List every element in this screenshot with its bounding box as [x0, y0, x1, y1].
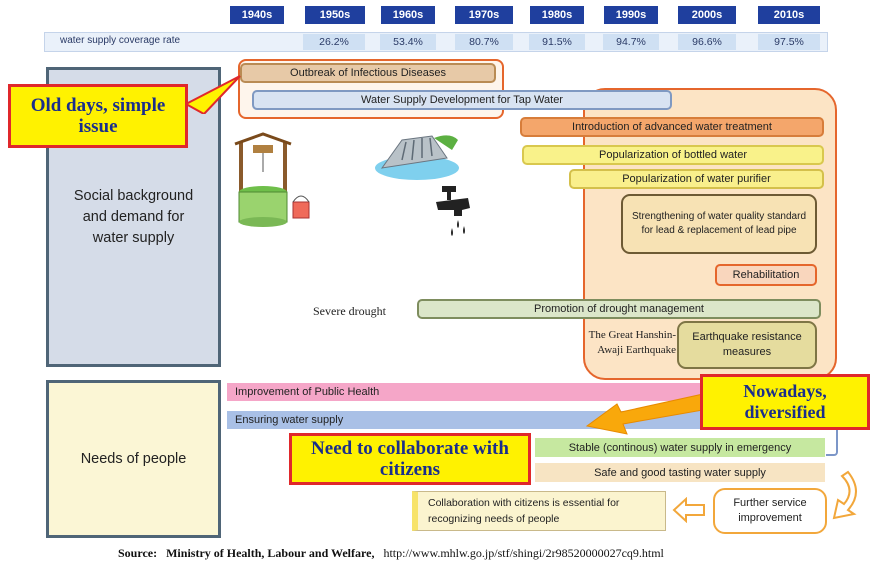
coverage-2000s: 96.6% — [678, 34, 736, 50]
faucet-icon — [436, 186, 470, 236]
source-url[interactable]: http://www.mhlw.go.jp/stf/shingi/2r98520… — [383, 546, 664, 560]
need-ensuring-supply: Ensuring water supply — [227, 411, 707, 429]
callout-nowadays-text: Nowadays, diversified — [743, 381, 827, 422]
callout-collaborate: Need to collaborate with citizens — [289, 433, 531, 485]
decade-1970s: 1970s — [455, 6, 513, 24]
callout-pointer-old — [186, 75, 241, 114]
coverage-2010s: 97.5% — [758, 34, 820, 50]
source-line: Source: Ministry of Health, Labour and W… — [118, 546, 664, 561]
callout-old-days-text: Old days, simple issue — [30, 95, 166, 137]
bar-rehabilitation: Rehabilitation — [715, 264, 817, 286]
decade-1990s: 1990s — [604, 6, 658, 24]
category-social-label: Social background and demand for water s… — [73, 187, 194, 246]
bar-bottled-water: Popularization of bottled water — [522, 145, 824, 165]
coverage-1960s: 53.4% — [380, 34, 436, 50]
callout-nowadays: Nowadays, diversified — [700, 374, 870, 430]
need-stable-supply: Stable (continous) water supply in emerg… — [535, 438, 825, 457]
coverage-label: water supply coverage rate — [60, 35, 181, 46]
decade-1950s: 1950s — [305, 6, 365, 24]
bar-drought-management: Promotion of drought management — [417, 299, 821, 319]
callout-collaborate-text: Need to collaborate with citizens — [311, 438, 509, 480]
further-improvement-box: Further service improvement — [713, 488, 827, 534]
source-label: Source: — [118, 546, 158, 560]
source-org: Ministry of Health, Labour and Welfare, — [166, 546, 375, 560]
bar-water-purifier: Popularization of water purifier — [569, 169, 824, 189]
bar-tap-water: Water Supply Development for Tap Water — [252, 90, 672, 110]
decade-1960s: 1960s — [381, 6, 435, 24]
coverage-1990s: 94.7% — [603, 34, 659, 50]
bar-quality-standard: Strengthening of water quality standard … — [621, 194, 817, 254]
need-public-health: Improvement of Public Health — [227, 383, 707, 401]
bar-infectious-diseases: Outbreak of Infectious Diseases — [240, 63, 496, 83]
severe-drought-label: Severe drought — [313, 304, 386, 318]
well-icon — [234, 132, 310, 227]
bar-advanced-treatment: Introduction of advanced water treatment — [520, 117, 824, 137]
arrow-left-icon — [672, 497, 705, 523]
decade-1940s: 1940s — [230, 6, 284, 24]
dam-icon — [375, 135, 459, 180]
curved-arrow-icon — [832, 470, 857, 520]
bar-earthquake-resistance: Earthquake resistance measures — [677, 321, 817, 369]
decade-1980s: 1980s — [530, 6, 584, 24]
callout-old-days: Old days, simple issue — [8, 84, 188, 148]
category-needs-box: Needs of people — [46, 380, 221, 538]
coverage-1950s: 26.2% — [303, 34, 365, 50]
callout-arrow-icon — [585, 393, 704, 435]
hanshin-earthquake-label: The Great Hanshin-Awaji Earthquake — [588, 329, 676, 356]
coverage-1980s: 91.5% — [529, 34, 585, 50]
category-needs-label: Needs of people — [80, 450, 187, 467]
need-collaboration: Collaboration with citizens is essential… — [412, 491, 666, 531]
need-safe-supply: Safe and good tasting water supply — [535, 463, 825, 482]
decade-2000s: 2000s — [678, 6, 736, 24]
coverage-1970s: 80.7% — [455, 34, 513, 50]
decade-2010s: 2010s — [758, 6, 820, 24]
